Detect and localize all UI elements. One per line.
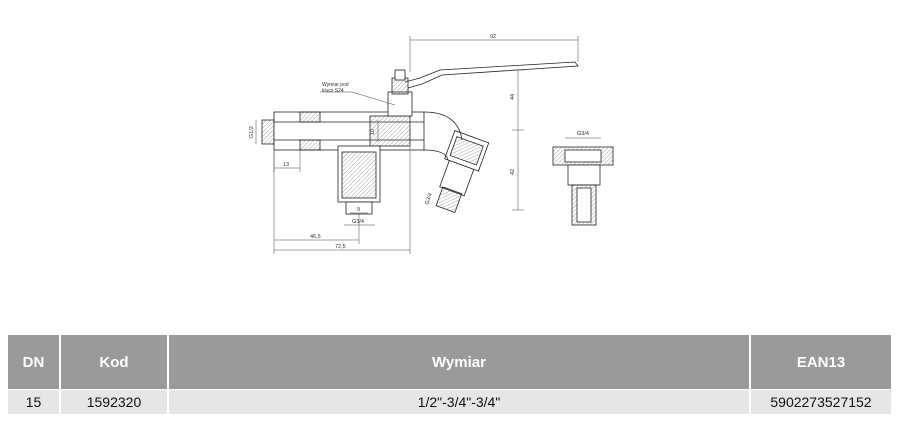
thread-g34-angled-label: G3/4 (424, 192, 434, 205)
dim-72-5-label: 72,5 (335, 244, 346, 250)
thread-g34-bottom-label: G3/4 (352, 219, 364, 225)
dim-10-label: 10 (370, 129, 376, 135)
header-wymiar: Wymiar (169, 335, 751, 389)
table-row: 15 1592320 1/2"-3/4"-3/4" 5902273527152 (8, 389, 891, 414)
cell-dn: 15 (8, 389, 61, 414)
valve-body-drawing (261, 61, 579, 215)
dim-9-label: 9 (357, 207, 360, 213)
header-dn: DN (8, 335, 61, 389)
key-note-line2: klucz S24 (322, 88, 344, 94)
adapter-detail-drawing (552, 146, 614, 226)
technical-drawing: 92 44 42 10 G1/2 13 9 G3/4 46,5 72,5 G3/… (249, 34, 614, 254)
dim-42-label: 42 (510, 169, 516, 175)
header-kod: Kod (61, 335, 169, 389)
spec-table-header-row: DN Kod Wymiar EAN13 (8, 335, 891, 389)
cell-kod: 1592320 (61, 389, 169, 414)
header-ean13: EAN13 (751, 335, 891, 389)
dim-44-label: 44 (510, 94, 516, 100)
thread-g34-detail-label: G3/4 (577, 131, 589, 137)
thread-g12-label: G1/2 (249, 126, 255, 138)
dim-92-label: 92 (490, 34, 496, 40)
dim-46-5-label: 46,5 (310, 234, 321, 240)
dimension-labels: 92 44 42 10 G1/2 13 9 G3/4 46,5 72,5 G3/… (249, 34, 589, 250)
key-note-line1: Wymiar pod (322, 82, 349, 88)
cell-wymiar: 1/2"-3/4"-3/4" (169, 389, 751, 414)
cell-ean13: 5902273527152 (751, 389, 891, 414)
dimension-lines (255, 36, 601, 254)
spec-table: DN Kod Wymiar EAN13 15 1592320 1/2"-3/4"… (8, 335, 891, 414)
dim-13-label: 13 (283, 162, 289, 168)
